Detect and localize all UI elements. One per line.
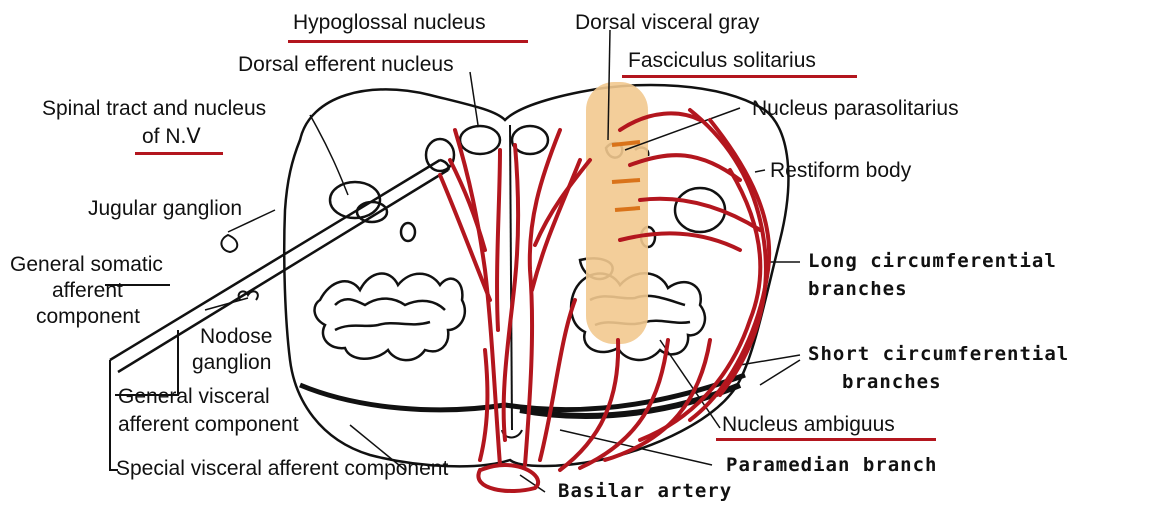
short-circumferential-label-line1: Short circumferential — [808, 345, 1069, 364]
special-visceral-label: Special visceral afferent component — [116, 458, 448, 479]
long-circumferential-label-line2: branches — [808, 280, 908, 299]
dorsal-efferent-nucleus-label: Dorsal efferent nucleus — [238, 54, 454, 75]
general-somatic-label-line3: component — [36, 306, 140, 327]
general-somatic-label-line1: General somatic — [10, 254, 163, 275]
restiform-body-label: Restiform body — [770, 160, 911, 181]
paramedian-branch-label: Paramedian branch — [726, 456, 937, 475]
nodose-label-line2: ganglion — [192, 352, 271, 373]
nucleus-parasolitarius-label: Nucleus parasolitarius — [752, 98, 959, 119]
general-visceral-label-line2: afferent component — [118, 414, 299, 435]
spinal-tract-label-line1: Spinal tract and nucleus — [42, 98, 266, 119]
hypoglossal-underline — [288, 40, 528, 43]
long-circumferential-label-line1: Long circumferential — [808, 252, 1057, 271]
general-visceral-label-line1: General visceral — [118, 386, 270, 407]
spinal-tract-underline — [135, 152, 223, 155]
nucleus-ambiguus-label: Nucleus ambiguus — [722, 414, 895, 435]
general-somatic-label-line2: afferent — [52, 280, 123, 301]
hypoglossal-nucleus-label: Hypoglossal nucleus — [293, 12, 486, 33]
nodose-label-line1: Nodose — [200, 326, 272, 347]
dorsal-visceral-gray-label: Dorsal visceral gray — [575, 12, 759, 33]
nucleus-ambiguus-underline — [716, 438, 936, 441]
fasciculus-underline — [622, 75, 857, 78]
jugular-ganglion-label: Jugular ganglion — [88, 198, 242, 219]
short-circumferential-label-line2: branches — [842, 373, 942, 392]
basilar-artery-label: Basilar artery — [558, 482, 732, 501]
spinal-tract-label-line2: of N.Ⅴ — [142, 126, 201, 147]
fasciculus-solitarius-label: Fasciculus solitarius — [628, 50, 816, 71]
